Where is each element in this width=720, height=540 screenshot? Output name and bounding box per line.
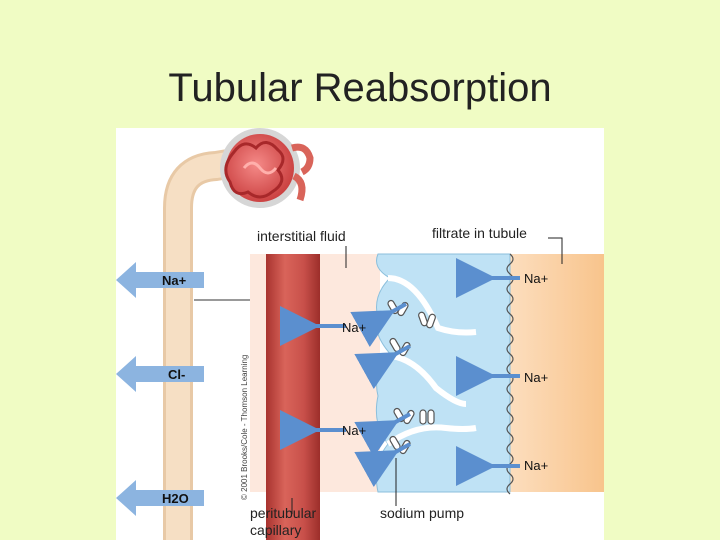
glomerulus bbox=[220, 128, 314, 208]
label-interstitial-fluid: interstitial fluid bbox=[257, 228, 346, 244]
label-filtrate-in-tubule: filtrate in tubule bbox=[432, 225, 527, 241]
h2o-out-arrow bbox=[116, 480, 204, 516]
peritubular-capillary bbox=[266, 254, 320, 540]
ion-na-tubule-2: Na+ bbox=[524, 370, 548, 385]
na-out-arrow bbox=[116, 262, 204, 298]
ion-h2o-out: H2O bbox=[162, 491, 189, 506]
cl-out-arrow bbox=[116, 356, 204, 392]
label-sodium-pump: sodium pump bbox=[380, 505, 464, 521]
slide-title: Tubular Reabsorption bbox=[168, 66, 552, 110]
ion-na-out: Na+ bbox=[162, 273, 187, 288]
ion-na-tubule-3: Na+ bbox=[524, 458, 548, 473]
ion-na-cell-2: Na+ bbox=[342, 423, 366, 438]
label-peritubular: peritubular bbox=[250, 505, 316, 521]
copyright-credit: © 2001 Brooks/Cole - Thomson Learning bbox=[240, 355, 249, 500]
renal-tubule bbox=[163, 149, 231, 540]
reabsorption-diagram: interstitial fluid filtrate in tubule Na… bbox=[116, 128, 604, 540]
large-arrows bbox=[116, 262, 204, 516]
ion-na-tubule-1: Na+ bbox=[524, 271, 548, 286]
small-arrows bbox=[280, 258, 520, 488]
filtrate-zone bbox=[494, 254, 604, 492]
ion-cl-out: Cl- bbox=[168, 367, 185, 382]
tubule-cells bbox=[375, 253, 511, 493]
label-capillary: capillary bbox=[250, 522, 301, 538]
ion-na-cell-1: Na+ bbox=[342, 320, 366, 335]
